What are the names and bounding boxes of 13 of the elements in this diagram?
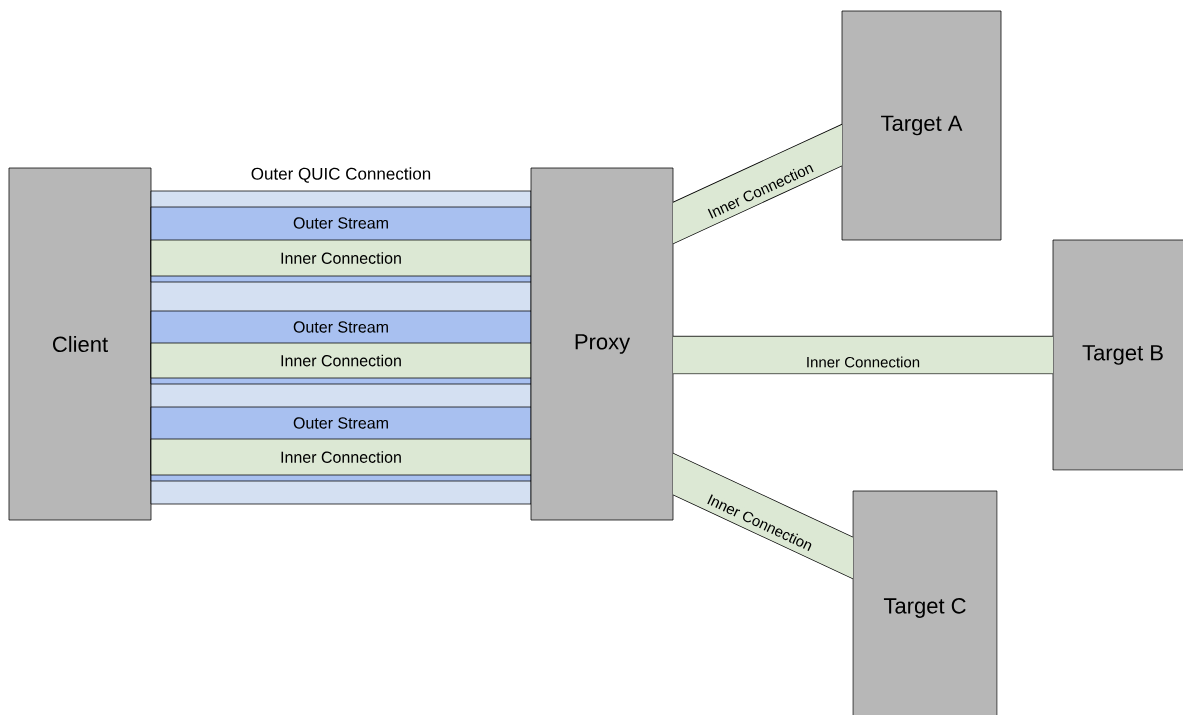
inner-connection-band: Inner Connection <box>150 438 532 476</box>
edge-label: Inner Connection <box>804 355 922 369</box>
connection-band <box>673 450 853 582</box>
node-label: Outer QUIC Connection <box>251 167 431 183</box>
connection-band <box>673 335 1053 375</box>
host-box: Proxy <box>530 167 674 521</box>
inner-connection-band: Inner Connection <box>150 239 532 277</box>
host-box: Target C <box>852 490 998 715</box>
host-box: Target A <box>841 10 1002 241</box>
connection-band <box>673 121 842 247</box>
host-box: Client <box>8 167 152 521</box>
host-box: Target B <box>1052 239 1183 471</box>
inner-connection-band: Inner Connection <box>150 342 532 379</box>
